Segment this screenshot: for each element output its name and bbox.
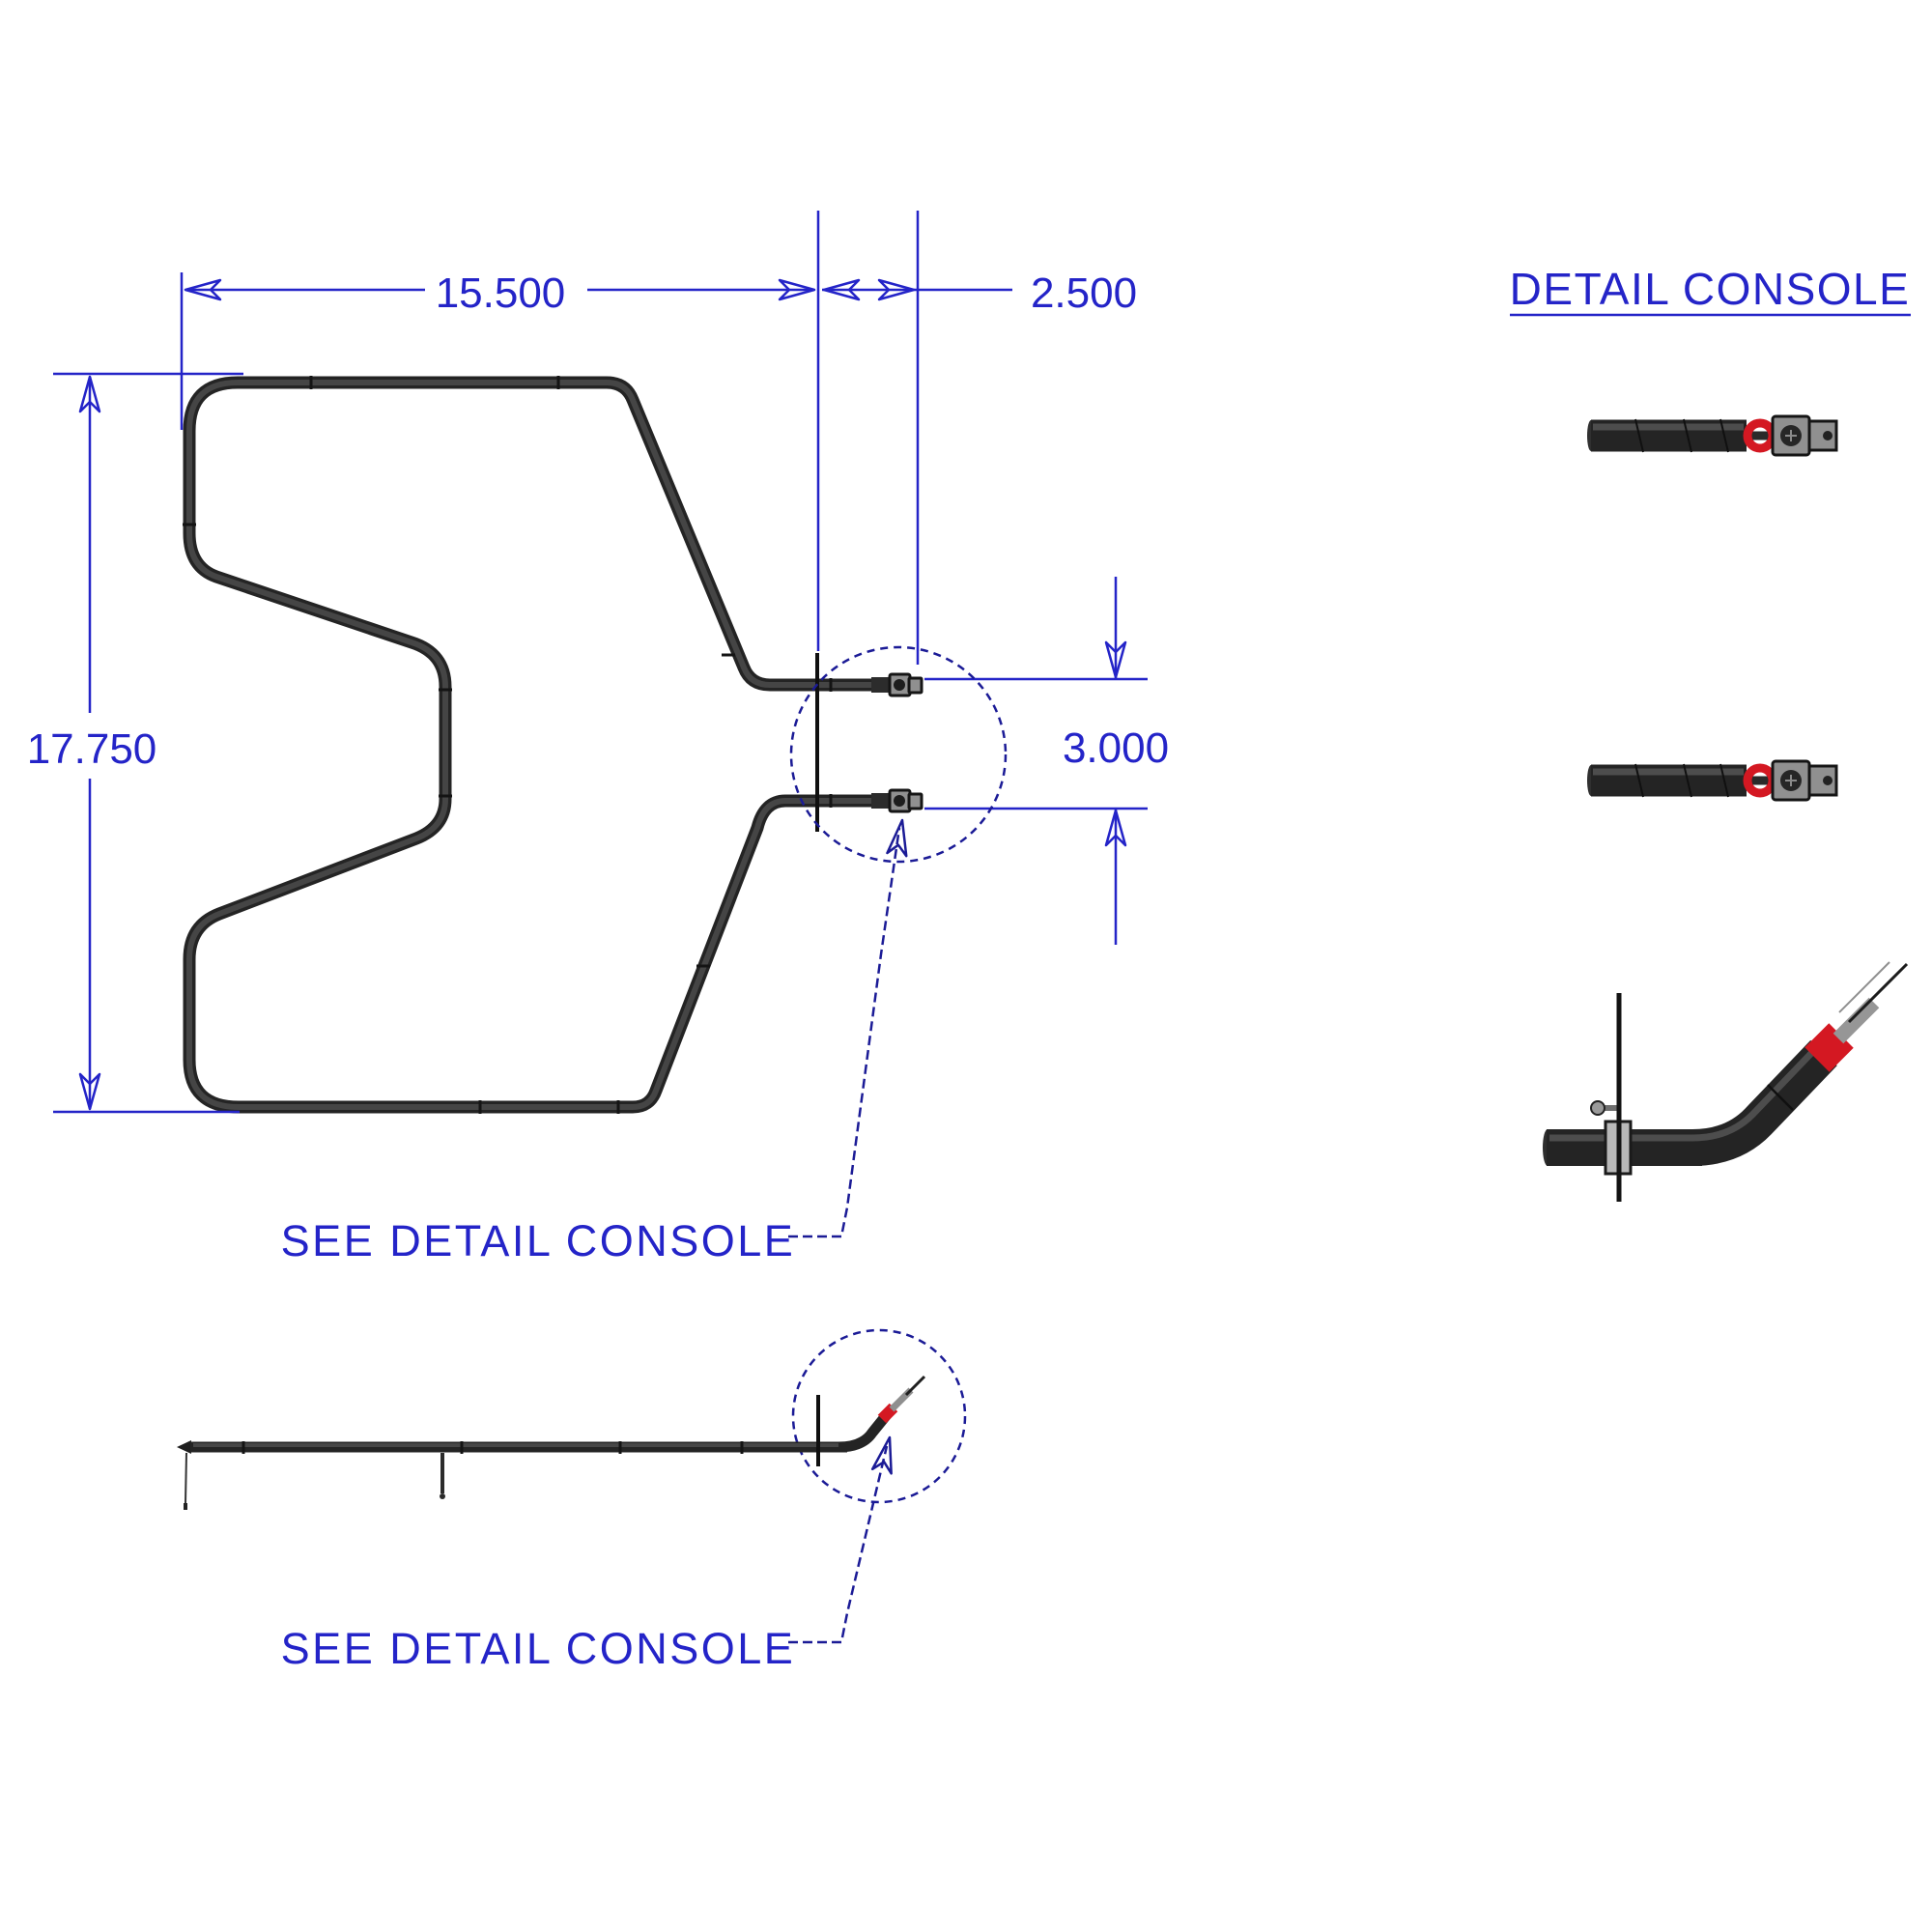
side-view-hanger-wire (185, 1452, 187, 1504)
leader-line-upper-callout (788, 827, 901, 1238)
detail-console-title: DETAIL CONSOLE (1510, 264, 1911, 314)
dim-text-overall-width: 15.500 (436, 270, 566, 317)
side-view-left-tip (177, 1440, 191, 1454)
dim-overall-width: 15.500 (184, 270, 816, 317)
dim-text-overall-height: 17.750 (27, 725, 157, 773)
dim-console-offset: 2.500 (822, 270, 1137, 317)
terminal-detail-lower (1587, 759, 1838, 802)
detail-circle-side-view (791, 1328, 967, 1504)
terminal-detail-upper (1587, 414, 1838, 457)
leader-line-lower-callout (788, 1445, 889, 1644)
side-view-terminal-tip (904, 1375, 926, 1397)
detail-console-section: DETAIL CONSOLE (1510, 264, 1911, 1202)
detail-callouts: SEE DETAIL CONSOLE SEE DETAIL CONSOLE (281, 645, 1008, 1673)
side-view-support-foot (440, 1493, 445, 1499)
bend-detail-terminal-tip-light (1838, 961, 1890, 1013)
bracket-pin-head (1590, 1100, 1605, 1116)
side-view-bend (838, 1408, 894, 1453)
dim-terminal-spacing: 3.000 (1063, 577, 1169, 945)
bend-detail-elbow (1691, 1039, 1837, 1166)
dimensions: 15.500 2.500 17.750 3.000 (27, 211, 1169, 1114)
side-view-element (177, 1375, 926, 1510)
upper-terminal-connector (871, 672, 923, 697)
bend-detail (1543, 961, 1909, 1202)
dim-text-console-offset: 2.500 (1031, 270, 1137, 317)
dim-text-terminal-spacing: 3.000 (1063, 724, 1169, 772)
bend-detail-terminal-tip-dark (1847, 962, 1909, 1024)
weld-seam-ticks (183, 376, 833, 1114)
side-view-seams (242, 1441, 744, 1454)
heating-element-tube (183, 376, 878, 1114)
lower-terminal-connector (871, 788, 923, 813)
bend-detail-red-band (1804, 1023, 1854, 1072)
see-detail-console-lower-label: SEE DETAIL CONSOLE (281, 1624, 796, 1673)
see-detail-console-upper-label: SEE DETAIL CONSOLE (281, 1216, 796, 1265)
bend-detail-terminal-rod (1833, 997, 1880, 1044)
dim-overall-height: 17.750 (27, 375, 157, 1111)
detail-circle-front-view (789, 645, 1008, 864)
front-view-element (183, 376, 923, 1114)
heating-element-tube-highlight (186, 380, 874, 1110)
